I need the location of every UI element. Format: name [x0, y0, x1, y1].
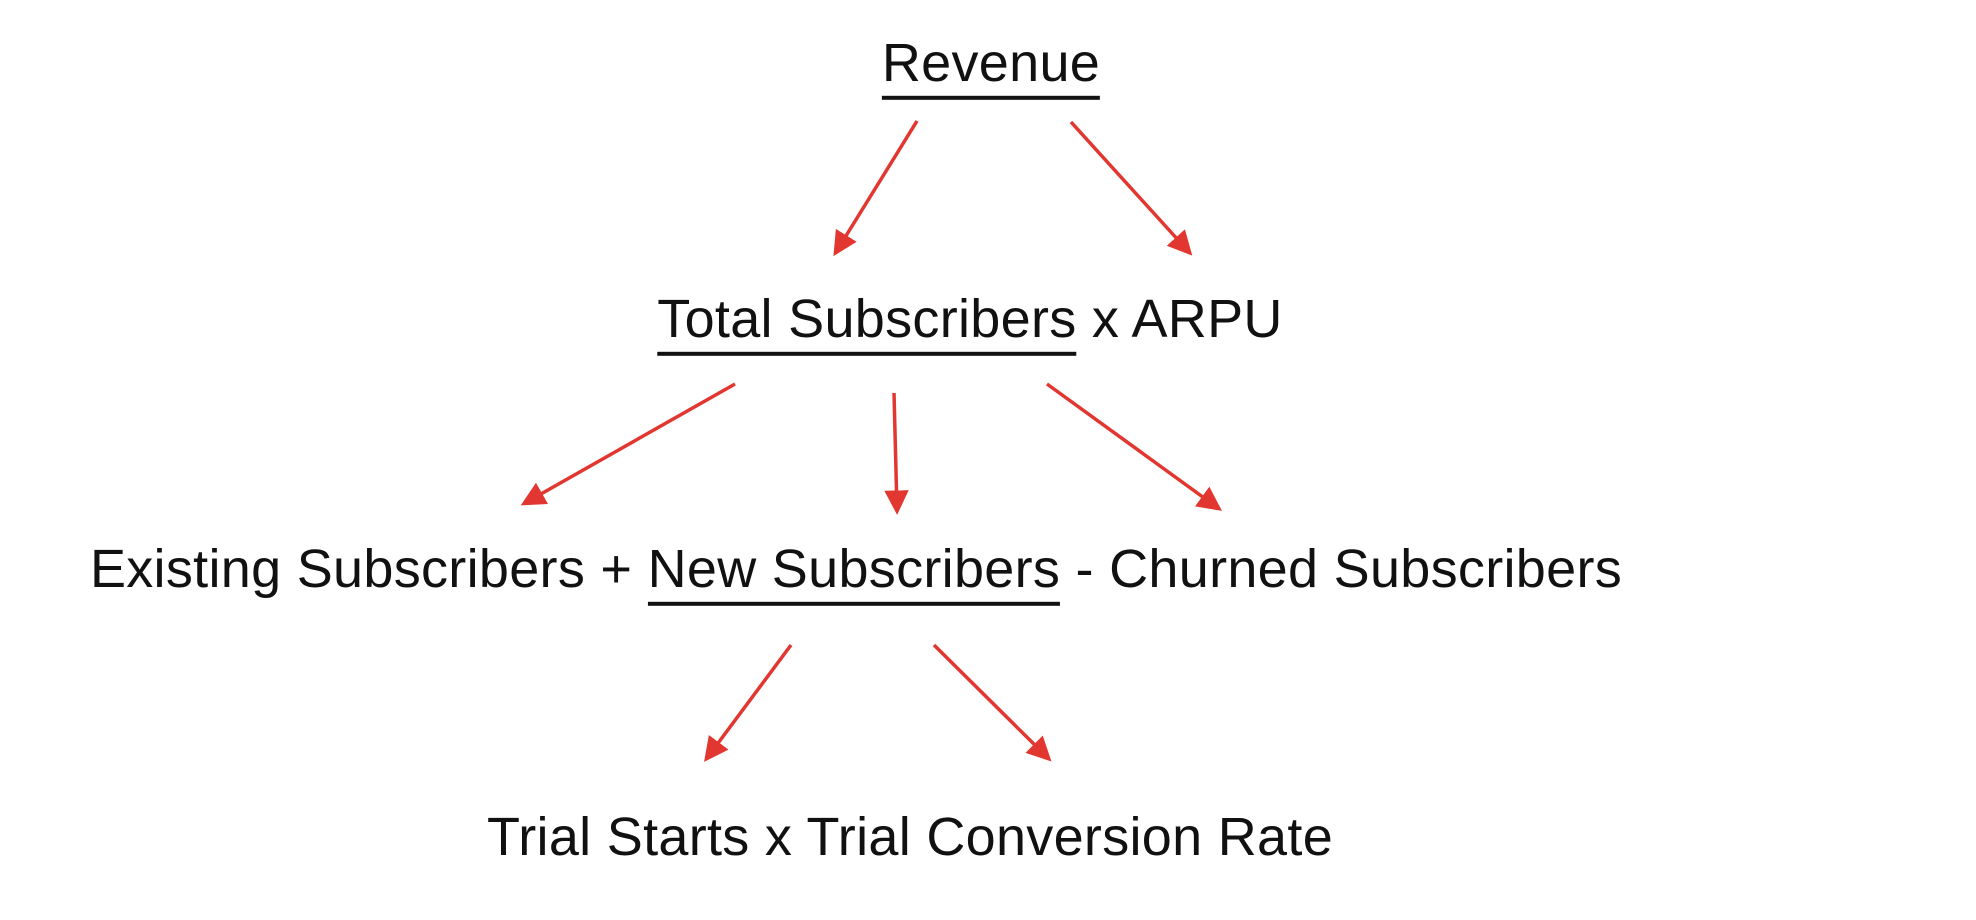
revenue-label: Revenue	[881, 33, 1101, 101]
node-subscriber-breakdown: Existing Subscribers + New Subscribers -…	[89, 538, 1623, 607]
arpu-label: x ARPU	[1076, 288, 1283, 349]
existing-subscribers-label: Existing Subscribers +	[89, 538, 648, 599]
edge-total-subscribers-to-existing-subscribers	[520, 382, 736, 506]
node-trial-formula: Trial Starts x Trial Conversion Rate	[487, 806, 1333, 868]
node-revenue: Revenue	[881, 32, 1101, 101]
edge-total-subscribers-to-churned-subscribers	[1045, 382, 1222, 511]
edge-total-subscribers-to-new-subscribers	[884, 392, 909, 515]
edge-revenue-to-arpu	[1069, 120, 1193, 256]
node-total-subscribers-x-arpu: Total Subscribers x ARPU	[657, 288, 1283, 357]
trial-formula-label: Trial Starts x Trial Conversion Rate	[486, 807, 1334, 867]
edge-new-subscribers-to-trial-conversion-rate	[932, 643, 1052, 762]
edge-revenue-to-total-subscribers	[833, 120, 919, 257]
churned-subscribers-label: - Churned Subscribers	[1060, 538, 1623, 599]
new-subscribers-label: New Subscribers	[647, 539, 1061, 607]
edge-new-subscribers-to-trial-starts	[704, 643, 793, 762]
total-subscribers-label: Total Subscribers	[657, 289, 1077, 357]
